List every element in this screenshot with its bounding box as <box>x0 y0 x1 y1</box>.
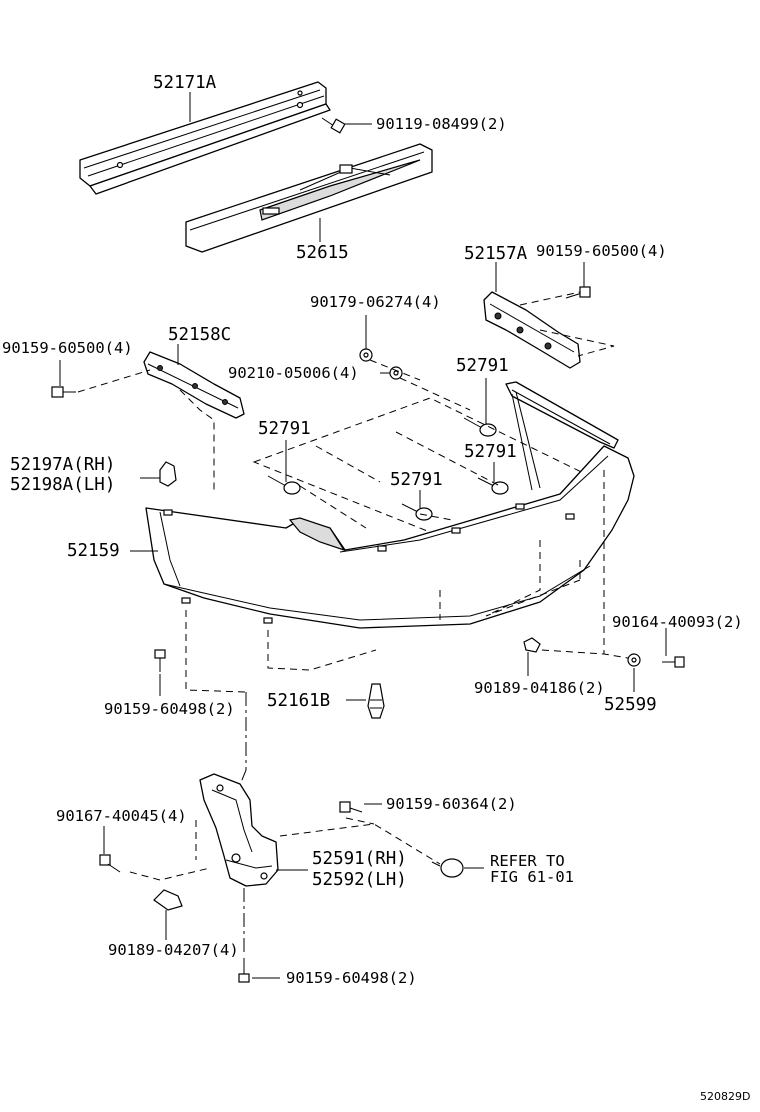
dash-left-lower <box>185 610 247 693</box>
label-retainer-rh: 52157A <box>464 244 528 264</box>
clip-90189-04186-icon[interactable] <box>523 637 541 653</box>
screw-90164-icon[interactable] <box>662 656 685 668</box>
dash-retainer-rh <box>519 291 615 357</box>
retainer-52161b-icon[interactable] <box>367 683 385 719</box>
screw-90167-icon[interactable] <box>99 854 121 873</box>
label-clip-52791-d: 52791 <box>464 442 517 462</box>
side-support-rail[interactable] <box>505 381 619 491</box>
bolt-90119-icon[interactable] <box>321 117 346 134</box>
clip-52791-b-icon[interactable] <box>267 475 301 495</box>
refer-clip-icon[interactable] <box>431 858 464 878</box>
label-screw-60364: 90159-60364(2) <box>386 795 517 813</box>
label-clip-90189-a: 90189-04186(2) <box>474 679 605 697</box>
dash-nut-clip <box>369 359 471 411</box>
dash-retainer-lh <box>77 369 215 494</box>
dash-clip-lines <box>299 431 501 529</box>
dash-under-bumper <box>267 540 581 671</box>
label-screw-60498-top: 90159-60498(2) <box>104 700 235 718</box>
label-screw-60498-bottom: 90159-60498(2) <box>286 969 417 987</box>
label-retainer-52161b: 52161B <box>267 691 330 711</box>
label-nut-90179: 90179-06274(4) <box>310 293 441 311</box>
clip-52791-c-icon[interactable] <box>401 503 433 521</box>
label-bolt-retainer-rh: 90159-60500(4) <box>536 242 667 260</box>
label-bumper-cover: 52159 <box>67 541 120 561</box>
bumper-cover-part[interactable] <box>145 445 635 629</box>
label-screw-90164: 90164-40093(2) <box>612 613 743 631</box>
clip-90189-04207-icon[interactable] <box>153 889 183 911</box>
retainer-rh-part[interactable] <box>483 291 581 369</box>
label-clip-52791-c: 52791 <box>390 470 443 490</box>
label-reinforcement: 52171A <box>153 73 217 93</box>
label-bolt-90119: 90119-08499(2) <box>376 115 507 133</box>
screw-90159-60364-icon[interactable] <box>339 801 363 813</box>
reinforcement-part[interactable] <box>79 81 331 195</box>
grommet-52599-icon[interactable] <box>627 653 641 667</box>
label-refer-line1: REFER TO <box>490 852 565 870</box>
bumper-bracket-part[interactable] <box>199 773 279 887</box>
screw-90159-60498-top-icon[interactable] <box>154 649 166 672</box>
label-grommet: 52599 <box>604 695 657 715</box>
bolt-90159-60500-lh-icon[interactable] <box>51 386 76 398</box>
label-bracket-lh: 52592(LH) <box>312 870 407 890</box>
label-support-rh: 52197A(RH) <box>10 455 115 475</box>
label-support-lh: 52198A(LH) <box>10 475 115 495</box>
clip-90210-icon[interactable] <box>389 366 403 380</box>
retainer-lh-part[interactable] <box>143 351 245 419</box>
label-clip-52791-a: 52791 <box>456 356 509 376</box>
label-clip-90210: 90210-05006(4) <box>228 364 359 382</box>
label-screw-90167: 90167-40045(4) <box>56 807 187 825</box>
label-retainer-lh: 52158C <box>168 325 231 345</box>
label-refer-line2: FIG 61-01 <box>490 868 574 886</box>
label-clip-52791-b: 52791 <box>258 419 311 439</box>
label-absorber: 52615 <box>296 243 349 263</box>
label-bolt-retainer-lh: 90159-60500(4) <box>2 339 133 357</box>
figure-id: 520829D <box>700 1090 750 1103</box>
nut-90179-icon[interactable] <box>359 348 373 362</box>
bumper-side-support-icon[interactable] <box>159 461 177 487</box>
label-clip-90189-b: 90189-04207(4) <box>108 941 239 959</box>
clip-52791-a-icon[interactable] <box>463 417 497 437</box>
bolt-90159-60500-rh-icon[interactable] <box>565 286 591 299</box>
absorber-part[interactable] <box>185 143 433 253</box>
clip-52791-d-icon[interactable] <box>477 477 509 495</box>
label-bracket-rh: 52591(RH) <box>312 849 407 869</box>
screw-90159-60498-bottom-icon[interactable] <box>238 958 250 983</box>
